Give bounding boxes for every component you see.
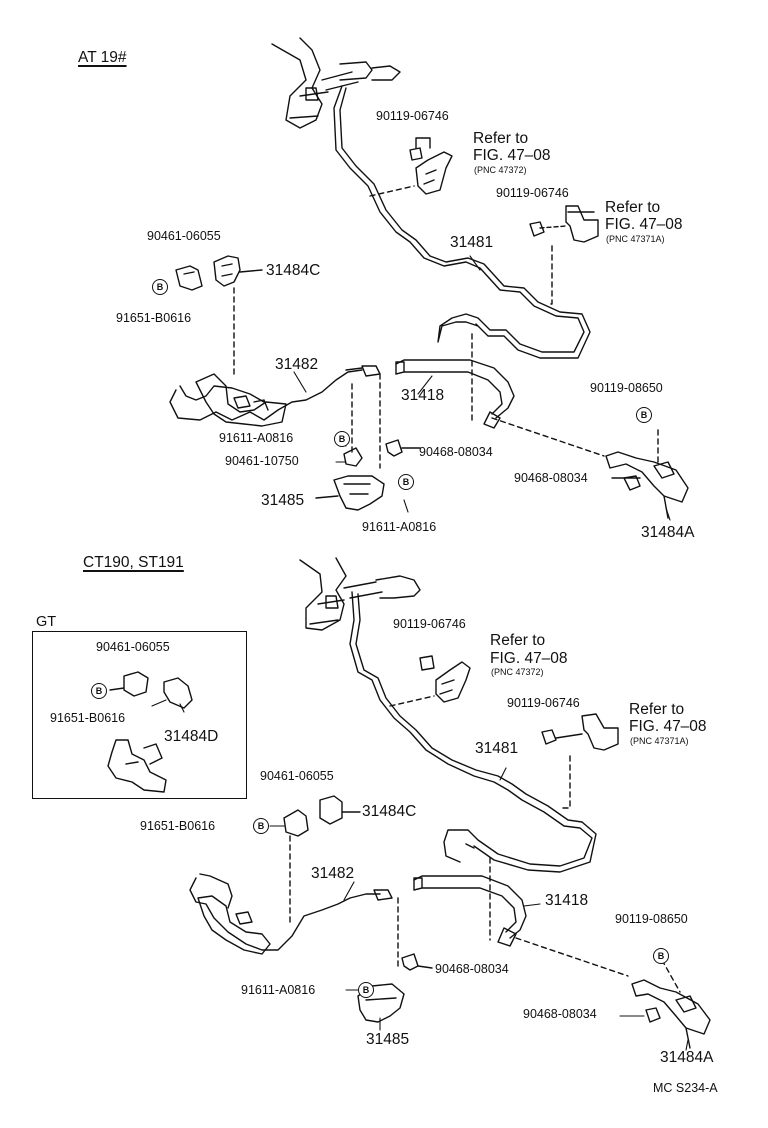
bracket-47371a-bottom <box>582 714 618 750</box>
tube-31481-bottom <box>350 592 592 866</box>
label-31481-top: 31481 <box>450 234 494 251</box>
label-31418-bottom: 31418 <box>545 892 589 909</box>
label-90119-08650-top: 90119-08650 <box>590 381 663 395</box>
clip-90461-06055-top <box>176 266 202 290</box>
bolt-90119-06746b-top <box>530 222 544 236</box>
label-90119-08650-bottom: 90119-08650 <box>615 912 688 926</box>
bracket-47372-bottom <box>436 662 470 702</box>
bracket-31484a-bottom <box>632 980 710 1048</box>
label-31484c-bottom: 31484C <box>362 803 417 820</box>
b-marker-icon: B <box>152 279 168 295</box>
label-90468-08034-bottom-a: 90468-08034 <box>435 962 509 976</box>
ref-fig-d: FIG. 47–08 <box>629 718 707 735</box>
ref-refer-to-b: Refer to <box>605 199 661 216</box>
tube-31481-top <box>334 86 584 352</box>
label-31485-top: 31485 <box>261 492 305 509</box>
master-cylinder-bottom <box>300 558 420 630</box>
gt-inset-box <box>32 631 247 799</box>
label-90461-10750: 90461-10750 <box>225 454 299 468</box>
label-90468-08034-top-b: 90468-08034 <box>514 471 588 485</box>
clip-90461-06055-bottom <box>284 810 308 836</box>
bracket-31485-bottom <box>358 984 404 1022</box>
ref-refer-to-c: Refer to <box>490 632 546 649</box>
tube-31482-top <box>170 370 362 420</box>
ref-pnc-47372-a: (PNC 47372) <box>474 165 527 175</box>
hose-31418-bottom <box>374 844 526 946</box>
bracket-47371a-top <box>566 206 598 242</box>
gt-inset-drawing <box>108 672 192 792</box>
valve-body-top <box>196 374 286 426</box>
hose-31418-top <box>346 360 514 428</box>
footer-code: MC S234-A <box>653 1081 718 1095</box>
label-90119-06746-d: 90119-06746 <box>507 696 580 710</box>
label-91651-b0616-bottom: 91651-B0616 <box>140 819 216 833</box>
label-90468-08034-bottom-b: 90468-08034 <box>523 1007 597 1021</box>
bracket-31484c-top <box>214 256 240 286</box>
label-91611-a0816-top-a: 91611-A0816 <box>219 431 294 445</box>
label-31484a-bottom: 31484A <box>660 1049 714 1066</box>
label-31484c-top: 31484C <box>266 262 321 279</box>
label-90461-06055-gt: 90461-06055 <box>96 640 170 654</box>
clip-90468-08034-bottom <box>402 954 432 970</box>
label-90461-06055-bottom: 90461-06055 <box>260 769 334 783</box>
ref-pnc-47371a-b: (PNC 47371A) <box>630 736 689 746</box>
b-marker-icon: B <box>91 683 107 699</box>
ref-pnc-47372-b: (PNC 47372) <box>491 667 544 677</box>
label-90468-08034-top-a: 90468-08034 <box>419 445 493 459</box>
label-91651-b0616-gt: 91651-B0616 <box>50 711 126 725</box>
label-31418-top: 31418 <box>401 387 445 404</box>
bracket-31484a-top <box>606 452 688 518</box>
label-31484d: 31484D <box>164 728 219 745</box>
label-31482-bottom: 31482 <box>311 865 355 882</box>
b-marker-icon: B <box>358 982 374 998</box>
tube-31482-bottom <box>190 874 380 950</box>
ref-refer-to-a: Refer to <box>473 130 529 147</box>
label-91611-a0816-top-b: 91611-A0816 <box>362 520 437 534</box>
b-marker-icon: B <box>398 474 414 490</box>
ref-pnc-47371a-a: (PNC 47371A) <box>606 234 665 244</box>
ref-fig-b: FIG. 47–08 <box>605 216 683 233</box>
label-91611-a0816-bottom: 91611-A0816 <box>241 983 316 997</box>
ref-fig-c: FIG. 47–08 <box>490 650 568 667</box>
label-31485-bottom: 31485 <box>366 1031 410 1048</box>
b-marker-icon: B <box>636 407 652 423</box>
bolt-90119-06746b-bottom <box>542 730 582 744</box>
label-91651-b0616-top: 91651-B0616 <box>116 311 192 325</box>
label-31482-top: 31482 <box>275 356 319 373</box>
section-title-bottom: CT190, ST191 <box>83 554 184 571</box>
ref-fig-a: FIG. 47–08 <box>473 147 551 164</box>
bolt-90119-06746-top <box>410 138 430 160</box>
gt-label: GT <box>36 614 57 630</box>
b-marker-icon: B <box>253 818 269 834</box>
label-90119-06746-c: 90119-06746 <box>393 617 466 631</box>
label-31484a-top: 31484A <box>641 524 695 541</box>
ref-refer-to-d: Refer to <box>629 701 685 718</box>
label-90119-06746-a: 90119-06746 <box>376 109 449 123</box>
label-90461-06055-top: 90461-06055 <box>147 229 221 243</box>
bracket-31484c-bottom <box>320 796 360 824</box>
label-90119-06746-b: 90119-06746 <box>496 186 569 200</box>
section-title-top: AT 19# <box>78 49 127 66</box>
bolt-90119-06746-bottom <box>420 656 434 670</box>
valve-body-bottom <box>198 896 270 954</box>
clip-90468-08034-top <box>386 440 420 456</box>
b-marker-icon: B <box>653 948 669 964</box>
bracket-31485-top <box>316 476 384 510</box>
label-31481-bottom: 31481 <box>475 740 519 757</box>
bracket-47372-top <box>416 152 452 194</box>
b-marker-icon: B <box>334 431 350 447</box>
